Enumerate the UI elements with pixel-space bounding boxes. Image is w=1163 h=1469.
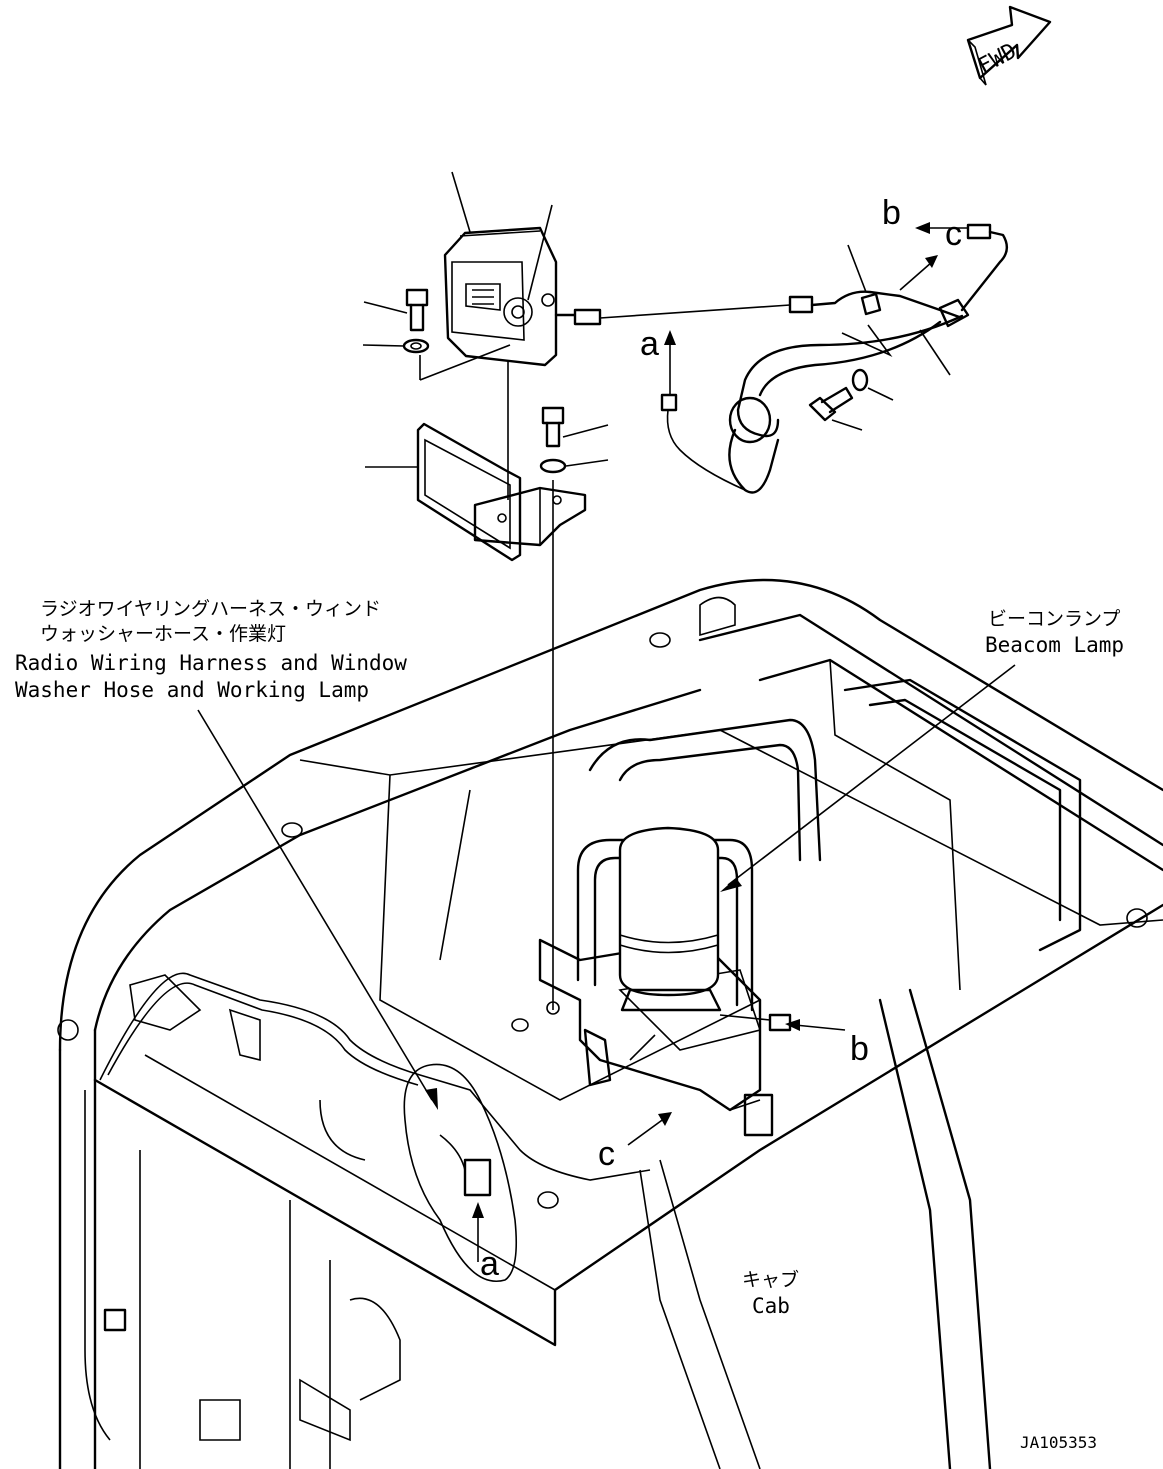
callout-c-bottom: c <box>598 1135 615 1173</box>
beacon-label-en: Beacom Lamp <box>985 633 1124 657</box>
drawing-id: JA105353 <box>1020 1433 1097 1452</box>
callout-c-top: c <box>945 215 962 253</box>
lamp-bracket-icon <box>365 422 587 562</box>
washer-icon <box>362 338 430 354</box>
bolt-icon <box>808 386 863 431</box>
beacon-label-jp: ビーコンランプ <box>988 608 1120 630</box>
cab-roof-icon <box>57 578 1163 1469</box>
callout-b-bottom: b <box>850 1030 869 1068</box>
working-lamp-icon <box>443 226 602 367</box>
bolt-icon <box>541 406 609 448</box>
harness-label-en-1: Radio Wiring Harness and Window <box>15 651 407 675</box>
washer-icon <box>851 368 894 401</box>
cab-label-en: Cab <box>752 1294 790 1318</box>
callout-a-top: a <box>640 325 659 363</box>
harness-label-jp-1: ラジオワイヤリングハーネス・ウィンド <box>40 598 381 620</box>
cab-label-jp: キャブ <box>742 1268 799 1291</box>
connector-icon <box>660 223 992 412</box>
callout-b-top: b <box>882 194 901 232</box>
washer-icon <box>539 458 609 474</box>
harness-label-en-2: Washer Hose and Working Lamp <box>15 678 369 702</box>
beacon-lamp-icon <box>576 826 754 1012</box>
callout-a-bottom: a <box>480 1245 499 1283</box>
bolt-icon <box>363 288 429 332</box>
fwd-arrow-icon: FWD <box>966 5 1052 86</box>
fwd-label: FWD <box>974 39 1021 80</box>
harness-label-jp-2: ウォッシャーホース・作業灯 <box>40 623 286 645</box>
